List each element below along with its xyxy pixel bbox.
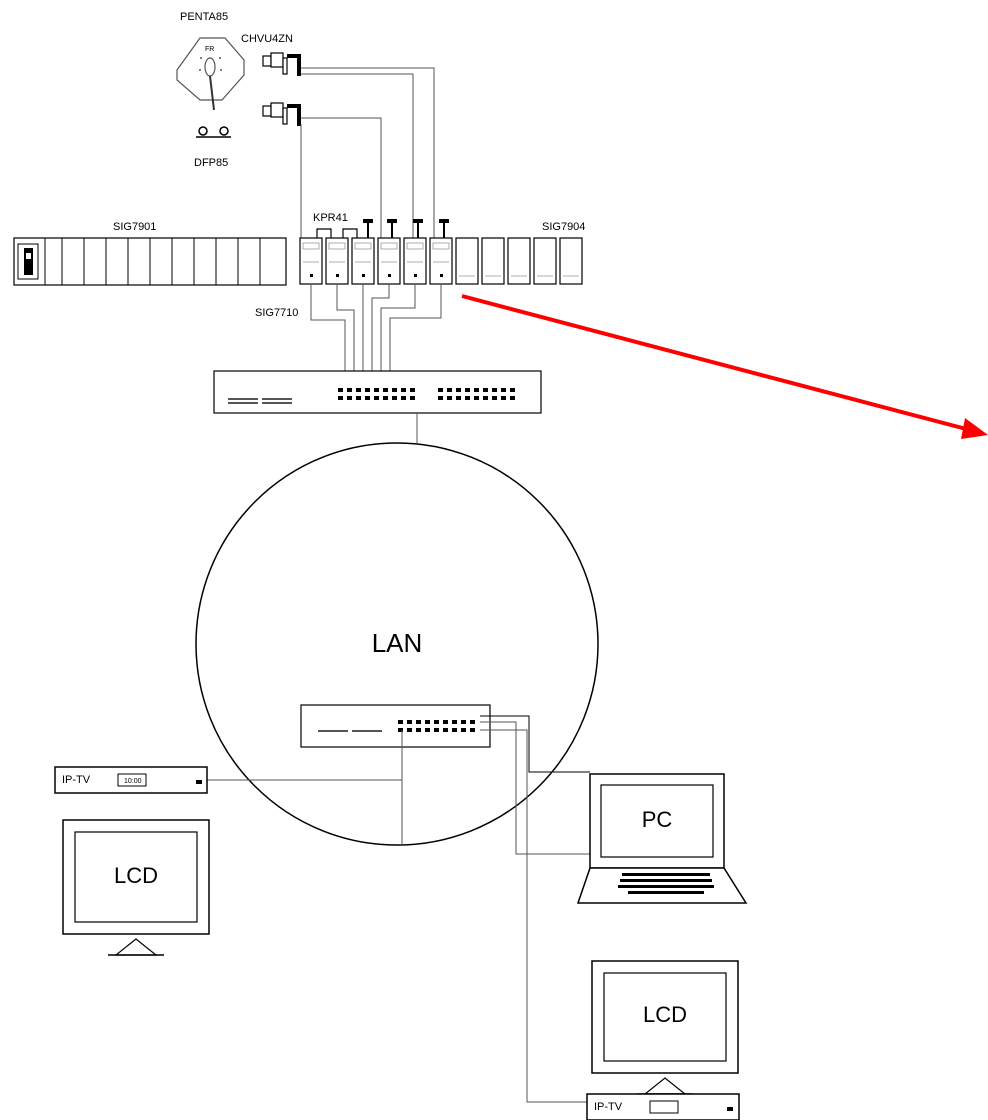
lcd-left: LCD <box>62 819 210 956</box>
pc-cables <box>480 715 590 773</box>
iptv-left: IP-TV 10:00 <box>54 766 208 794</box>
pc: PC <box>576 773 748 904</box>
module-strip-label: KPR41 <box>313 212 348 224</box>
lnb-cables <box>300 67 435 240</box>
lcd-right-label: LCD <box>643 1002 687 1027</box>
antenna: PENTA85 FR <box>176 11 245 111</box>
lnb-label: CHVU4ZN <box>241 33 293 45</box>
rack-sig7904: SIG7904 <box>455 221 585 285</box>
iptv-left-clock: 10:00 <box>124 778 142 785</box>
lnb-upper: CHVU4ZN <box>241 33 301 76</box>
module-to-switch-cables <box>310 284 442 388</box>
callout-arrow <box>461 294 988 439</box>
iptv-right: IP-TV <box>586 1093 740 1120</box>
antenna-mark: FR <box>205 46 214 53</box>
multiswitch-label: DFP85 <box>194 157 228 169</box>
streamer-modules <box>299 237 453 285</box>
iptv-left-label: IP-TV <box>62 774 91 786</box>
rack-right-label: SIG7904 <box>542 221 585 233</box>
rack-left-label: SIG7901 <box>113 221 156 233</box>
switch-bottom <box>300 704 491 748</box>
lan-circle: LAN <box>195 442 599 846</box>
antenna-label: PENTA85 <box>180 11 228 23</box>
multiswitch-dfp85: DFP85 <box>194 126 231 169</box>
switch-top <box>213 370 542 414</box>
lan-label: LAN <box>372 628 423 658</box>
lcd-left-label: LCD <box>114 863 158 888</box>
module-loops <box>316 228 358 238</box>
pc-label: PC <box>642 807 673 832</box>
streamer-label: SIG7710 <box>255 307 298 319</box>
module-top-connectors <box>363 219 449 238</box>
lnb-lower <box>262 102 301 126</box>
rack-sig7901: SIG7901 <box>13 221 287 286</box>
lcd-right: LCD <box>591 960 739 1095</box>
iptv-right-label: IP-TV <box>594 1101 623 1113</box>
bottom-cables <box>207 721 590 1103</box>
